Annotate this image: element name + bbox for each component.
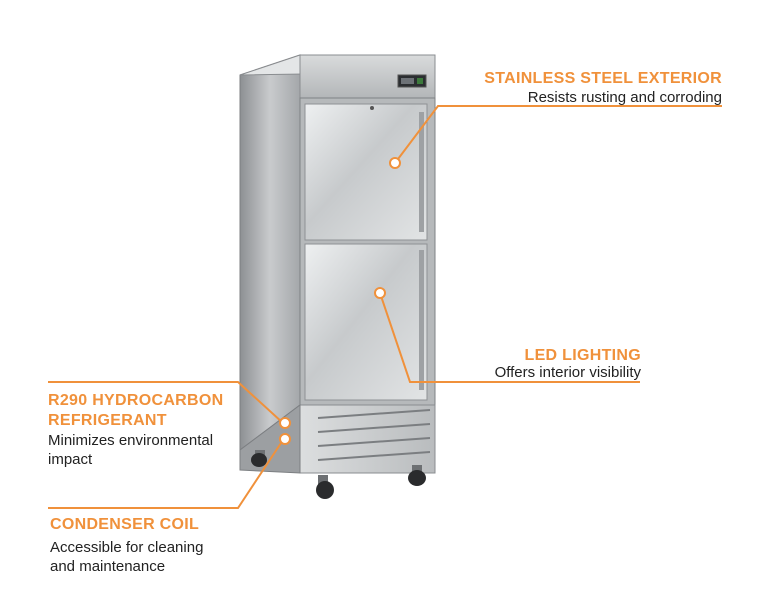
lock-icon <box>370 106 374 110</box>
condenser-leader-line <box>48 439 284 509</box>
refrigerant-callout-title-line1: R290 HYDROCARBON <box>48 392 224 409</box>
refrigerant-marker-dot <box>279 417 291 429</box>
exterior-leader-line <box>394 105 722 164</box>
display-button <box>417 78 423 84</box>
callout-dots <box>279 157 401 445</box>
lighting-marker-dot <box>374 287 386 299</box>
lighting-callout-title: LED LIGHTING <box>524 347 641 364</box>
condenser-callout-title: CONDENSER COIL <box>50 516 200 533</box>
upper-door-handle <box>419 112 424 232</box>
refrigerant-callout-desc-line2: impact <box>48 451 93 468</box>
exterior-callout-title: STAINLESS STEEL EXTERIOR <box>484 70 722 87</box>
exterior-callout-desc: Resists rusting and corroding <box>527 89 722 106</box>
display-screen <box>401 78 414 84</box>
refrigerant-leader-line <box>48 381 284 424</box>
refrigerant-callout-title-line2: REFRIGERANT <box>48 412 167 429</box>
condenser-callout-desc-line2: and maintenance <box>50 558 166 575</box>
lighting-leader-line <box>379 292 640 383</box>
grille-slats <box>317 409 431 461</box>
lighting-callout-desc: Offers interior visibility <box>494 364 641 381</box>
callout-lines <box>48 105 722 509</box>
refrigerant-callout-desc-line1: Minimizes environmental <box>48 432 214 449</box>
condenser-marker-dot <box>279 433 291 445</box>
lower-door-handle <box>419 250 424 390</box>
condenser-callout-desc-line1: Accessible for cleaning <box>50 539 204 556</box>
upper-door <box>304 103 428 241</box>
caster-wheels <box>251 450 426 499</box>
exterior-marker-dot <box>389 157 401 169</box>
